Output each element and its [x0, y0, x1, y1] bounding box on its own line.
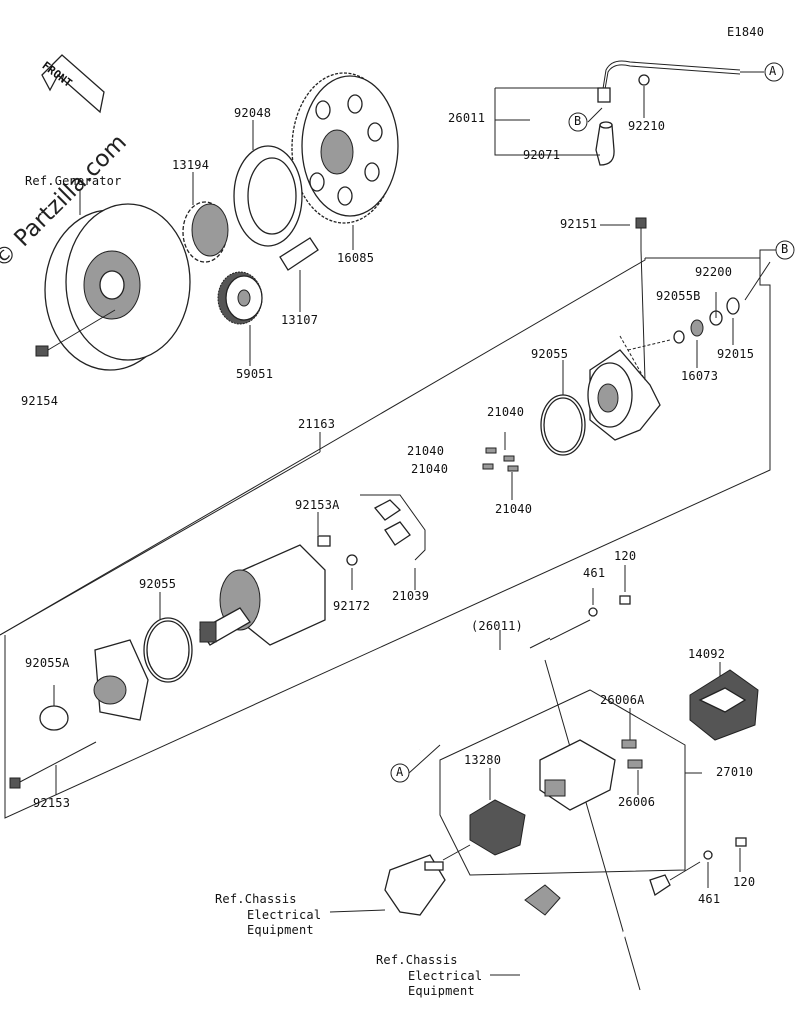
part-92154: 92154 — [21, 394, 59, 408]
top-wire-assembly — [595, 60, 741, 166]
starter-relay — [539, 739, 616, 811]
one-way-clutch — [182, 201, 229, 263]
part-16085: 16085 — [337, 251, 375, 265]
callout-b-top — [568, 112, 588, 132]
part-92055B: 92055B — [656, 289, 701, 303]
bolt-92151 — [635, 217, 647, 229]
part-21040-c: 21040 — [411, 462, 449, 476]
part-92055A: 92055A — [25, 656, 70, 670]
callout-a-bottom-label: A — [396, 765, 404, 779]
ref-generator: Ref.Generator — [25, 174, 122, 188]
ref-chassis-1-line1: Ref.Chassis — [215, 892, 297, 906]
part-26006A: 26006A — [600, 693, 645, 707]
starter-gear — [291, 72, 399, 224]
part-92153: 92153 — [33, 796, 71, 810]
part-13194: 13194 — [172, 158, 210, 172]
part-120-top: 120 — [614, 549, 637, 563]
part-13107: 13107 — [281, 313, 319, 327]
ref-chassis-2-line1: Ref.Chassis — [376, 953, 458, 967]
part-26011-paren: (26011) — [471, 619, 523, 633]
part-92200: 92200 — [695, 265, 733, 279]
brush-holder — [373, 499, 411, 546]
part-26011: 26011 — [448, 111, 486, 125]
part-92172: 92172 — [333, 599, 371, 613]
part-92055-bot: 92055 — [139, 577, 177, 591]
ref-chassis-2-line2: Electrical — [408, 969, 483, 983]
relay-bracket — [384, 854, 446, 916]
starter-cable — [418, 637, 551, 752]
starter-motor-yoke — [199, 544, 326, 646]
fuse-cover — [689, 669, 759, 741]
part-13280: 13280 — [464, 753, 502, 767]
callout-b-right-label: B — [781, 242, 789, 256]
part-14092: 14092 — [688, 647, 726, 661]
callout-b-top-label: B — [574, 114, 582, 128]
part-92048: 92048 — [234, 106, 272, 120]
part-92153A: 92153A — [295, 498, 340, 512]
starter-rear-cover — [587, 349, 661, 441]
starter-front-cover — [93, 639, 149, 721]
part-26006: 26006 — [618, 795, 656, 809]
part-461-top: 461 — [583, 566, 606, 580]
part-21040-b: 21040 — [407, 444, 445, 458]
part-21039: 21039 — [392, 589, 430, 603]
part-59051: 59051 — [236, 367, 274, 381]
generator-rotor — [44, 203, 191, 371]
part-92151: 92151 — [560, 217, 598, 231]
part-21040-d: 21040 — [495, 502, 533, 516]
part-92015: 92015 — [717, 347, 755, 361]
part-21163: 21163 — [298, 417, 336, 431]
shaft — [279, 237, 319, 271]
part-21040-a: 21040 — [487, 405, 525, 419]
relay-13280 — [469, 799, 526, 856]
ground-cable — [524, 874, 671, 995]
part-16073: 16073 — [681, 369, 719, 383]
front-arrow-icon — [41, 54, 105, 114]
part-92055-top: 92055 — [531, 347, 569, 361]
part-120-bot: 120 — [733, 875, 756, 889]
ref-chassis-1-line3: Equipment — [247, 923, 314, 937]
ref-chassis-2-line3: Equipment — [408, 984, 475, 998]
part-92071: 92071 — [523, 148, 561, 162]
callout-a-top — [764, 62, 784, 82]
starter-clutch-housing — [233, 145, 303, 247]
part-27010: 27010 — [716, 765, 754, 779]
ref-chassis-1-line2: Electrical — [247, 908, 322, 922]
idle-gear — [217, 271, 263, 325]
part-461-bot: 461 — [698, 892, 721, 906]
diagram-code: E1840 — [727, 25, 765, 39]
part-92210: 92210 — [628, 119, 666, 133]
callout-a-top-label: A — [769, 64, 777, 78]
